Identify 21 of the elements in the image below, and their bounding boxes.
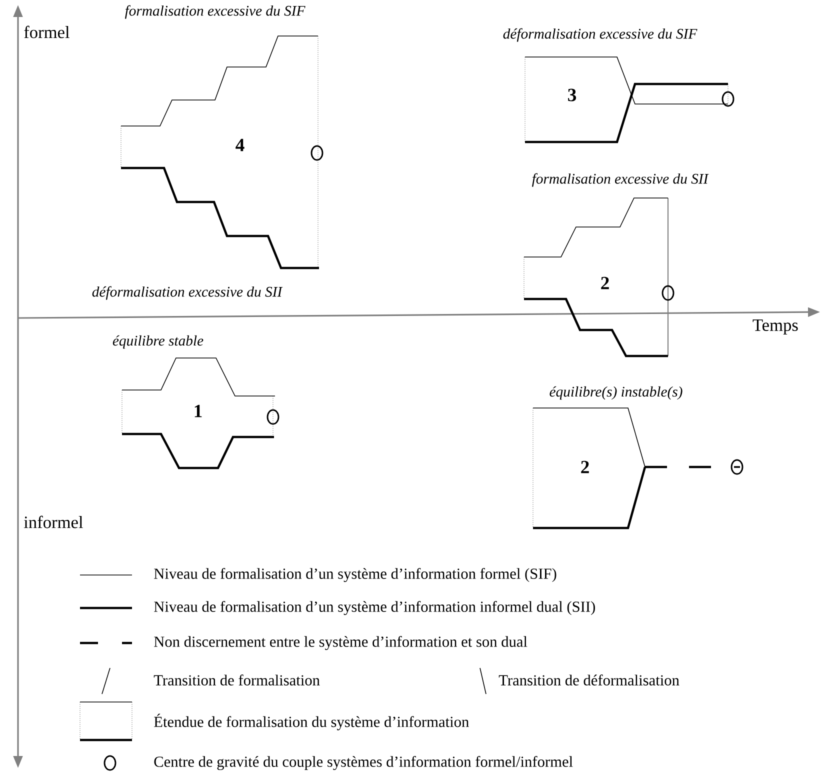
legend-text: Étendue de formalisation du système d’information (154, 714, 469, 730)
node-label: déformalisation excessive du SIF (503, 28, 698, 42)
formalisation-profile-drawing: 3 (524, 56, 734, 144)
node-label: équilibre(s) instable(s) (550, 386, 682, 400)
legend-text: Niveau de formalisation d’un système d’information formel (SIF) (154, 568, 556, 582)
legend-text: Transition de déformalisation (498, 674, 680, 686)
node-label: formalisation excessive du SII (532, 173, 709, 187)
axis-label: Temps (752, 319, 798, 335)
legend-text: Centre de gravité du couple systèmes d’information formel/informel (154, 756, 573, 770)
node-label: formalisation excessive du SIF (124, 5, 306, 19)
legend-text: Non discernement entre le système d’information et son dual (154, 636, 528, 650)
axis-label: formel (24, 26, 70, 38)
legend-text: Niveau de formalisation d’un système d’information informel dual (SII) (154, 600, 595, 616)
formalisation-profile-drawing: 4 (120, 36, 324, 270)
node-label: équilibre stable (112, 335, 204, 349)
node-label: déformalisation excessive du SII (92, 286, 283, 300)
formalisation-profile-drawing: 2 (524, 198, 674, 358)
axis-label: informel (24, 516, 83, 528)
legend-text: Transition de formalisation (154, 674, 320, 686)
formalisation-profile-drawing: 1 (122, 358, 280, 470)
formalisation-profile-drawing: 2 (532, 408, 744, 530)
